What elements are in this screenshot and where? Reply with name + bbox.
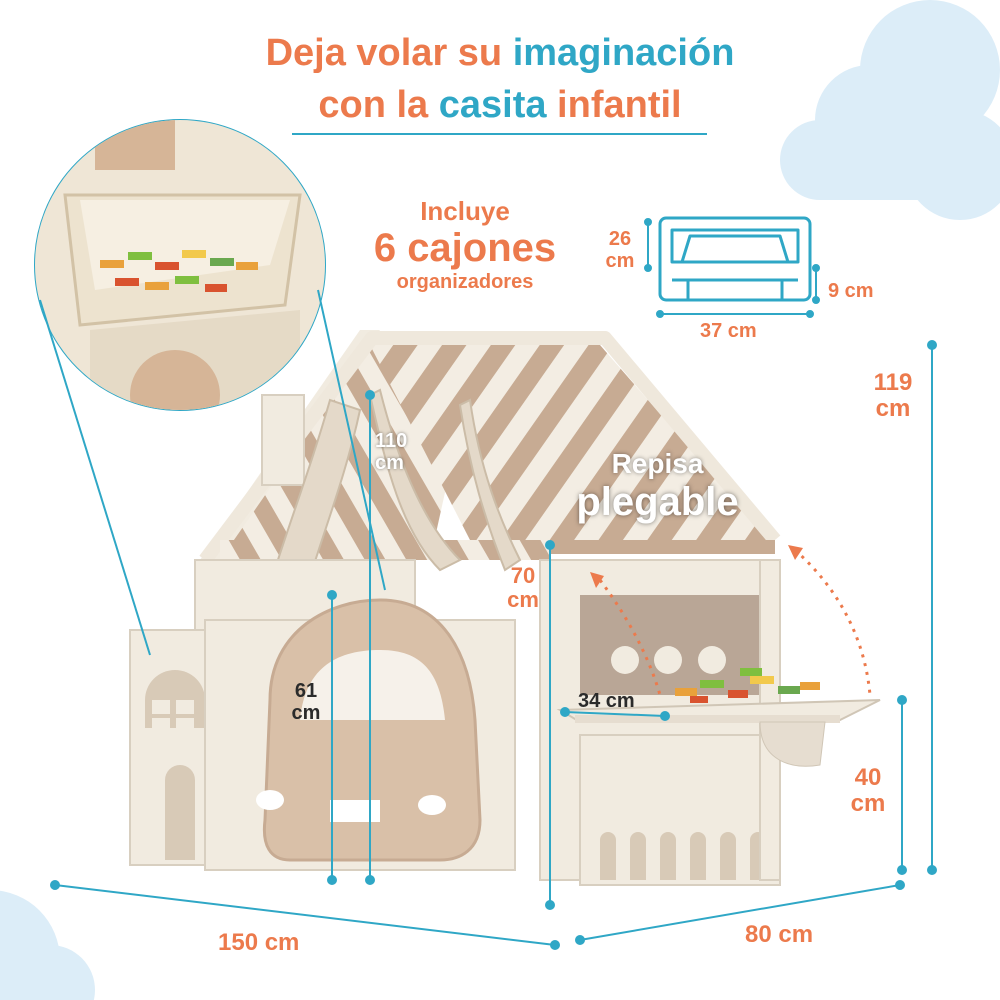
fold-arrow-left bbox=[598, 579, 662, 696]
window-height-unit: cm bbox=[507, 587, 539, 612]
headline-line-2: con la casita infantil bbox=[0, 82, 1000, 128]
drawer-depth-label: 9 cm bbox=[828, 280, 874, 302]
shelf-height-unit: cm bbox=[850, 790, 886, 817]
cloud-bottom-left bbox=[0, 890, 95, 1000]
building-blocks bbox=[675, 668, 820, 703]
drawers-caption: Incluye 6 cajones organizadores bbox=[360, 196, 570, 294]
drawers-line-2: 6 cajones bbox=[373, 226, 557, 270]
headline-line-1: Deja volar su imaginación bbox=[0, 30, 1000, 76]
drawers-line-3: organizadores bbox=[396, 271, 534, 293]
length-label: 150 cm bbox=[218, 929, 300, 956]
width-label: 80 cm bbox=[745, 921, 814, 948]
house-dim-lines bbox=[50, 340, 937, 950]
drawer-dim-lines bbox=[644, 218, 820, 318]
drawers-line-1: Incluye bbox=[420, 196, 510, 226]
drawer-diagram bbox=[658, 216, 812, 302]
drawer-height-num: 26 bbox=[608, 228, 632, 250]
drawer-zoom-circle bbox=[34, 119, 326, 411]
door-height-label: 61 cm bbox=[285, 680, 327, 724]
door-height-num: 61 bbox=[294, 680, 318, 702]
total-height-label: 119 cm bbox=[862, 370, 924, 422]
inner-height-label: 110 cm bbox=[375, 430, 407, 474]
inner-height-unit: cm bbox=[375, 452, 404, 474]
drawer-height-label: 26 cm bbox=[600, 228, 640, 272]
drawer-height-unit: cm bbox=[605, 250, 635, 272]
headline-text-1a: Deja volar su bbox=[265, 32, 513, 74]
headline-text-2c: infantil bbox=[546, 84, 682, 126]
shelf-caption: Repisa plegable bbox=[550, 448, 765, 524]
shelf-height-num: 40 bbox=[854, 764, 882, 791]
headline-text-1b: imaginación bbox=[512, 32, 735, 74]
window-height-label: 70 cm bbox=[498, 564, 548, 612]
fold-arrow-right bbox=[794, 548, 872, 696]
zoom-pointer-line-right bbox=[317, 289, 386, 591]
chimney bbox=[261, 394, 305, 486]
drawer-width-label: 37 cm bbox=[700, 320, 757, 342]
door-height-unit: cm bbox=[291, 702, 321, 724]
zoom-pointer-line-left bbox=[39, 299, 151, 656]
headline-text-2b: casita bbox=[438, 84, 547, 126]
inner-height-num: 110 bbox=[375, 430, 408, 452]
shelf-height-label: 40 cm bbox=[838, 765, 898, 817]
headline-underline bbox=[292, 133, 707, 135]
shelf-line-2: plegable bbox=[576, 480, 739, 524]
drawer-blocks bbox=[100, 250, 258, 292]
front-door bbox=[204, 598, 516, 871]
folding-shelf bbox=[556, 668, 881, 767]
total-height-num: 119 bbox=[873, 369, 913, 396]
total-height-unit: cm bbox=[875, 395, 911, 422]
window-height-num: 70 bbox=[510, 563, 536, 588]
shelf-line-1: Repisa bbox=[611, 448, 704, 479]
headline-text-2a: con la bbox=[318, 84, 439, 126]
shelf-depth-label: 34 cm bbox=[578, 690, 635, 712]
